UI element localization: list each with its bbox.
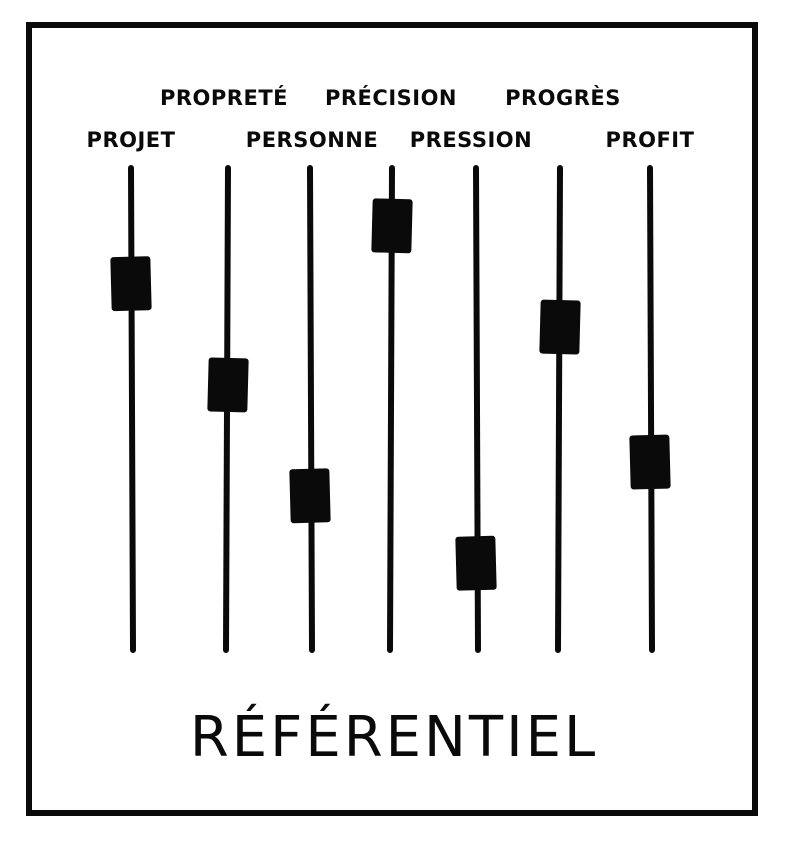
slider-knob-pression[interactable] bbox=[455, 535, 497, 591]
slider-track-personne bbox=[307, 165, 315, 653]
slider-track-progres bbox=[555, 165, 563, 653]
slider-label-precision: PRÉCISION bbox=[325, 86, 457, 110]
slider-label-projet: PROJET bbox=[86, 128, 176, 152]
slider-label-pression: PRESSION bbox=[409, 128, 533, 152]
slider-label-proprete: PROPRETÉ bbox=[160, 86, 288, 110]
slider-knob-personne[interactable] bbox=[289, 468, 331, 524]
slider-track-profit bbox=[647, 165, 655, 653]
slider-label-progres: PROGRÈS bbox=[505, 86, 621, 110]
slider-label-profit: PROFIT bbox=[605, 128, 695, 152]
slider-label-personne: PERSONNE bbox=[245, 128, 379, 152]
slider-track-projet bbox=[128, 165, 136, 653]
slider-knob-profit[interactable] bbox=[629, 434, 671, 490]
slider-knob-projet[interactable] bbox=[110, 256, 152, 312]
slider-knob-proprete[interactable] bbox=[207, 357, 249, 413]
slider-knob-progres[interactable] bbox=[539, 299, 581, 355]
slider-knob-precision[interactable] bbox=[371, 198, 413, 254]
page-title: RÉFÉRENTIEL bbox=[189, 705, 599, 770]
